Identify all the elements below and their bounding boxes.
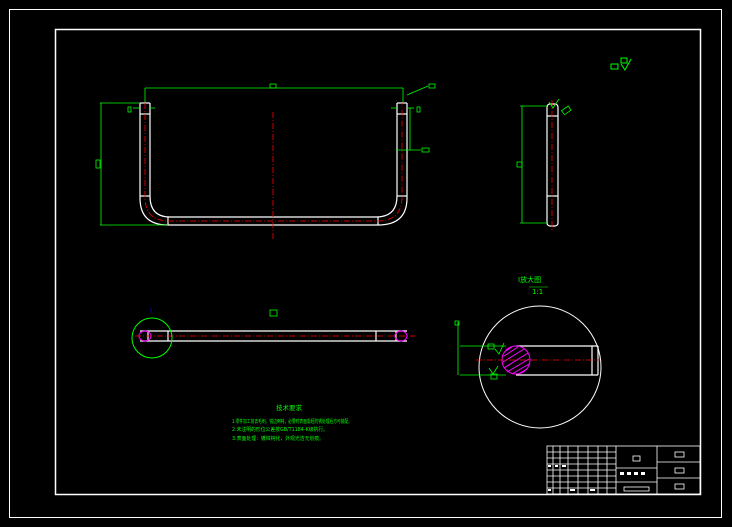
side-view — [516, 98, 572, 230]
title-block — [546, 445, 701, 495]
note-line-1: 1.零件加工前去毛刺、锐边倒钝，必要时表面需经防锈处理后方可装配。 — [232, 418, 352, 425]
detail-view-title: I放大图 — [518, 275, 541, 284]
outer-sheet-border — [9, 9, 722, 518]
detail-callout-circle — [131, 317, 173, 359]
technical-notes: 技术要求 1.零件加工前去毛刺、锐边倒钝，必要时表面需经防锈处理后方可装配。 2… — [232, 403, 352, 442]
top-view: I — [131, 307, 415, 359]
detail-view: I放大图 1:1 — [454, 275, 602, 429]
inner-drawing-frame — [54, 28, 702, 496]
notes-title: 技术要求 — [276, 403, 303, 412]
detail-view-scale: 1:1 — [532, 288, 543, 296]
note-line-2: 2.未注明的形位公差按GB/T1184-K级执行。 — [232, 426, 328, 433]
section-label: I — [150, 307, 152, 315]
note-line-3: 3.表面处理：镀锌钝化，外观光洁无划痕。 — [232, 435, 324, 442]
front-view — [95, 83, 436, 240]
surface-finish-symbol — [610, 57, 632, 71]
